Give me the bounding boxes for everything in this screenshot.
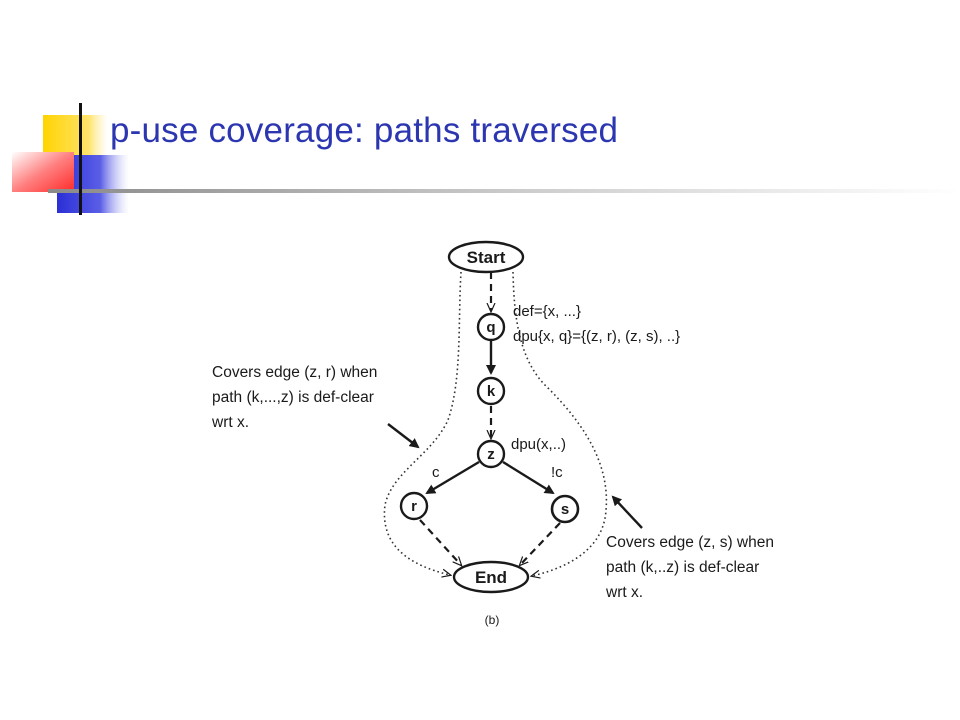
def-annotation: def={x, ...} [513, 303, 581, 320]
horizontal-rule [48, 189, 960, 193]
node-z-label: z [487, 446, 495, 463]
right-note-line: wrt x. [605, 584, 643, 601]
node-start-label: Start [467, 248, 506, 267]
left-note-line: path (k,...,z) is def-clear [212, 389, 374, 406]
dpu-annotation: dpu{x, q}={(z, r), (z, s), ..} [513, 328, 680, 345]
dpu-z-annotation: dpu(x,..) [511, 436, 566, 453]
right-note-line: Covers edge (z, s) when [606, 534, 774, 551]
edge-r-end [419, 519, 461, 565]
dotted-path-left [383, 271, 462, 575]
figure-caption: (b) [485, 613, 500, 627]
node-s-label: s [561, 501, 569, 518]
node-z: z [476, 439, 506, 469]
node-k-label: k [487, 383, 496, 400]
right-note: Covers edge (z, s) when path (k,..z) is … [605, 534, 774, 601]
node-end-label: End [475, 568, 507, 587]
edge-s-end [520, 522, 561, 565]
red-square [12, 152, 74, 192]
left-note-line: Covers edge (z, r) when [212, 364, 377, 381]
node-r-label: r [411, 498, 417, 515]
node-q: q [476, 312, 506, 342]
node-r: r [399, 491, 429, 521]
node-start: Start [447, 240, 525, 274]
dotted-path-right [512, 271, 608, 576]
node-k: k [476, 376, 506, 406]
node-end: End [452, 560, 530, 594]
vertical-rule [79, 103, 82, 215]
edge-z-r [425, 460, 480, 495]
edge-z-s [502, 460, 555, 495]
slide-title: p-use coverage: paths traversed [110, 111, 619, 150]
left-note: Covers edge (z, r) when path (k,...,z) i… [211, 364, 377, 431]
left-note-line: wrt x. [211, 414, 249, 431]
node-q-label: q [486, 319, 495, 336]
edge-not-c-label: !c [551, 464, 563, 481]
right-note-pointer [611, 495, 643, 529]
edge-c-label: c [432, 464, 440, 481]
node-s: s [550, 494, 580, 524]
left-note-pointer [387, 423, 420, 449]
right-note-line: path (k,..z) is def-clear [606, 559, 759, 576]
